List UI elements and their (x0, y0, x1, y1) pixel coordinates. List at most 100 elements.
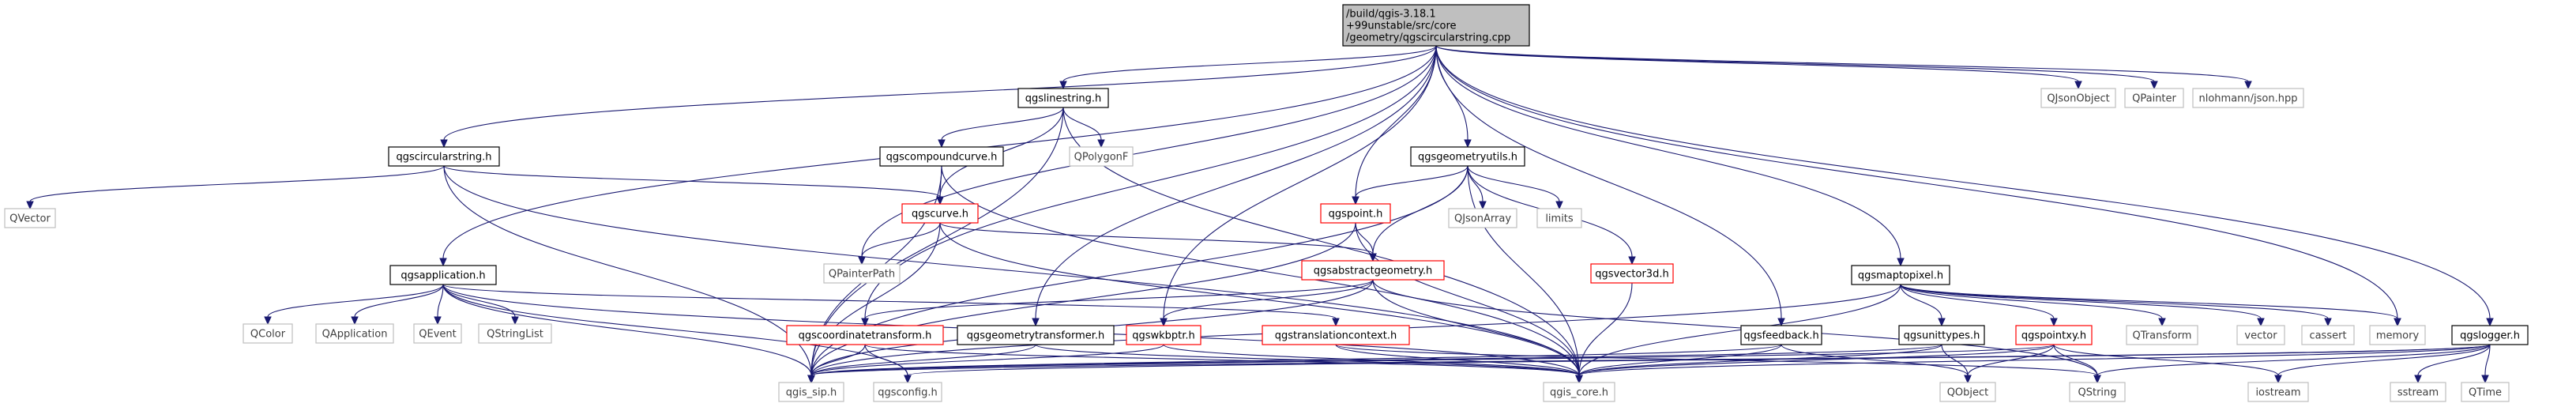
node-label: qgscoordinatetransform.h (799, 330, 932, 342)
node-box (2369, 325, 2426, 345)
edge-qgslinestring-to-qpolygonf (1062, 107, 1105, 149)
arrowhead (2274, 375, 2282, 384)
node-qgsfeedback[interactable]: qgsfeedback.h (1740, 325, 1822, 345)
node-qgsmaptopixel[interactable]: qgsmaptopixel.h (1851, 265, 1950, 285)
node-qgslinestring[interactable]: qgslinestring.h (1017, 88, 1109, 108)
node-label: qgsabstractgeometry.h (1314, 266, 1432, 277)
node-label: QTransform (2133, 330, 2192, 342)
node-label: QPolygonF (1074, 152, 1129, 164)
node-qjsonobject: QJsonObject (2040, 88, 2116, 108)
node-qgswkbptr[interactable]: qgswkbptr.h (1126, 325, 1202, 345)
node-box (478, 323, 552, 344)
arrowhead (1032, 318, 1040, 327)
node-qgsgeometryutils[interactable]: qgsgeometryutils.h (1410, 146, 1525, 167)
node-label: qgsgeometryutils.h (1418, 152, 1517, 164)
node-qgsabstractgeometry[interactable]: qgsabstractgeometry.h (1301, 260, 1445, 281)
arrowhead (1964, 375, 1972, 384)
node-qgsunittypes[interactable]: qgsunittypes.h (1898, 325, 1985, 345)
edge-qgsapplication-to-qstringlist (442, 284, 519, 326)
node-box (2126, 325, 2198, 345)
arrowhead (2158, 318, 2166, 327)
node-qgsgeometrytransformer[interactable]: qgsgeometrytransformer.h (957, 325, 1115, 345)
edge-qgslogger-to-qgis_sip (807, 344, 2491, 384)
node-label: qgsconfig.h (878, 387, 937, 399)
edge-qgscompoundcurve-to-qgis_core (941, 165, 1583, 384)
arrowhead (434, 316, 442, 326)
node-label: limits (1545, 213, 1574, 225)
node-label: cassert (2309, 330, 2346, 342)
arrowhead (1369, 253, 1377, 262)
node-qtime: QTime (2461, 382, 2510, 402)
node-qgscircularstring[interactable]: qgscircularstring.h (388, 146, 500, 167)
edge-qgslogger-to-qstring (2093, 344, 2491, 384)
node-qgspointxy[interactable]: qgspointxy.h (2015, 325, 2093, 345)
node-box (1898, 325, 1985, 345)
edge-qgsgeometryutils-to-limits (1467, 165, 1563, 210)
node-label: QPainter (2132, 93, 2176, 105)
edge-main-to-qgswkbptr (1160, 45, 1437, 327)
node-box (1262, 325, 1410, 345)
node-qgsvector3d[interactable]: qgsvector3d.h (1590, 263, 1674, 284)
arrowhead (2394, 318, 2401, 327)
node-qgslogger[interactable]: qgslogger.h (2451, 325, 2529, 345)
node-box (1851, 265, 1950, 285)
node-box (873, 382, 942, 402)
node-box (1590, 263, 1674, 284)
node-qgstranslationcontext[interactable]: qgstranslationcontext.h (1262, 325, 1410, 345)
node-label: QJsonArray (1454, 213, 1511, 225)
node-box (1320, 203, 1391, 224)
edge-qgsabstractgeometry-to-qgswkbptr (1160, 279, 1374, 327)
edge-main-to-qgsgeometrytransformer (1032, 45, 1437, 327)
node-label: sstream (2397, 387, 2439, 399)
arrowhead (1097, 139, 1105, 149)
node-main[interactable]: /build/qgis-3.18.1+99unstable/src/core/g… (1342, 4, 1530, 47)
edge-main-to-qgslinestring (1059, 45, 1437, 90)
node-label: qgsvector3d.h (1595, 269, 1668, 281)
edge-main-to-qgspoint (1352, 45, 1437, 205)
node-box (315, 323, 394, 344)
node-label: qgspointxy.h (2021, 330, 2086, 342)
node-qgscompoundcurve[interactable]: qgscompoundcurve.h (879, 146, 1004, 167)
node-label: /geometry/qgscircularstring.cpp (1346, 32, 1510, 44)
arrowhead (936, 196, 944, 205)
node-label: QObject (1947, 387, 1989, 399)
node-vector: vector (2236, 325, 2285, 345)
edge-main-to-qgsfeedback (1435, 45, 1785, 327)
arrowhead (1352, 196, 1359, 205)
edge-qgsapplication-to-qevent (434, 284, 444, 326)
arrowhead (904, 375, 912, 384)
node-box (1069, 146, 1134, 167)
edges-layer (26, 45, 2494, 384)
node-label: qgslogger.h (2460, 330, 2520, 342)
edge-qgspoint-to-qgsabstractgeometry (1355, 222, 1377, 262)
arrowhead (440, 139, 448, 149)
node-qcolor: QColor (243, 323, 293, 344)
node-qgsapplication[interactable]: qgsapplication.h (389, 265, 497, 285)
edge-qgscoordinatetransform-to-qgis_core (864, 344, 1583, 384)
node-label: qgslinestring.h (1025, 93, 1101, 105)
node-qgscurve[interactable]: qgscurve.h (901, 203, 979, 224)
edge-qgslogger-to-iostream (2274, 344, 2491, 384)
node-box (1301, 260, 1445, 281)
node-label: qgscompoundcurve.h (886, 152, 998, 164)
edge-main-to-qgscircularstring (440, 45, 1437, 149)
node-qgspoint[interactable]: qgspoint.h (1320, 203, 1391, 224)
node-sstream: sstream (2390, 382, 2446, 402)
node-label: qgis_core.h (1550, 387, 1608, 399)
arrowhead (2150, 81, 2158, 90)
edge-main-to-nlohmann (1435, 45, 2252, 90)
arrowhead (2414, 375, 2422, 384)
node-label: qgsgeometrytransformer.h (967, 330, 1105, 342)
arrowhead (1897, 258, 1905, 267)
node-qgscoordinatetransform[interactable]: qgscoordinatetransform.h (786, 325, 944, 345)
node-label: nlohmann/json.hpp (2199, 93, 2298, 105)
arrowhead (1555, 201, 1563, 210)
edge-qgsgeometryutils-to-qgspoint (1352, 165, 1469, 205)
node-box (2040, 88, 2116, 108)
node-label: qgsfeedback.h (1743, 330, 1818, 342)
node-box (413, 323, 462, 344)
edge-qgslogger-to-qgis_core (1575, 344, 2491, 384)
edge-main-to-qpainter (1435, 45, 2158, 90)
node-box (388, 146, 500, 167)
edge-qgscurve-to-qgsabstractgeometry (939, 222, 1377, 262)
